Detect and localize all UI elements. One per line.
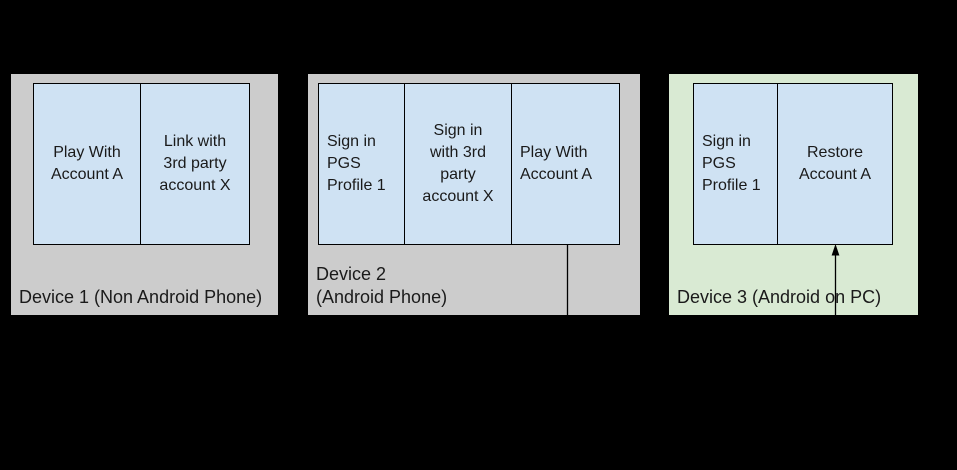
step-text-line: party [440,166,476,183]
step-text-line: Sign in [327,133,376,150]
step-text-line: Restore [806,144,864,161]
step-text-line: account X [422,188,494,205]
step-text-line: PGS [327,155,361,172]
step-link-with-3rd-party-account-x: Link with 3rd party account X [140,83,250,245]
step-sign-in-with-3rd-party-account-x: Sign in with 3rd party account X [404,83,512,245]
step-text-line: Play With [520,144,588,161]
step-text-line: Account A [798,166,872,183]
step-text-line: Profile 1 [327,177,386,194]
device1-label: Device 1 (Non Android Phone) [19,287,263,307]
step-text-line: Link with [163,133,227,150]
device2-label-line2: (Android Phone) [316,287,448,307]
step-text-line: Play With [53,144,121,161]
step-text-line: account X [159,177,231,194]
device2-label-line1: Device 2 [316,264,387,284]
device1-panel: Play With Account A Link with 3rd party … [11,74,278,315]
step-text-line: Profile 1 [702,177,761,194]
step-text-line: with 3rd [429,144,487,161]
step-text-line: 3rd party [163,155,227,172]
step-text-line: Sign in [702,133,751,150]
device3-panel: Sign in PGS Profile 1 Restore Account A … [669,74,918,315]
device2-panel: Sign in PGS Profile 1 Sign in with 3rd p… [308,74,640,315]
device3-label: Device 3 (Android on PC) [677,287,882,307]
step-text-line: Account A [520,166,593,183]
step-play-with-account-a-device1: Play With Account A [33,83,141,245]
step-text-line: Account A [50,166,124,183]
step-restore-account-a: Restore Account A [777,83,893,245]
device2-label: Device 2 (Android Phone) [316,263,447,309]
step-text-line: PGS [702,155,736,172]
step-sign-in-pgs-profile1-device2: Sign in PGS Profile 1 [318,83,405,245]
step-text-line: Sign in [433,122,483,139]
step-play-with-account-a-device2: Play With Account A [511,83,620,245]
step-sign-in-pgs-profile1-device3: Sign in PGS Profile 1 [693,83,778,245]
